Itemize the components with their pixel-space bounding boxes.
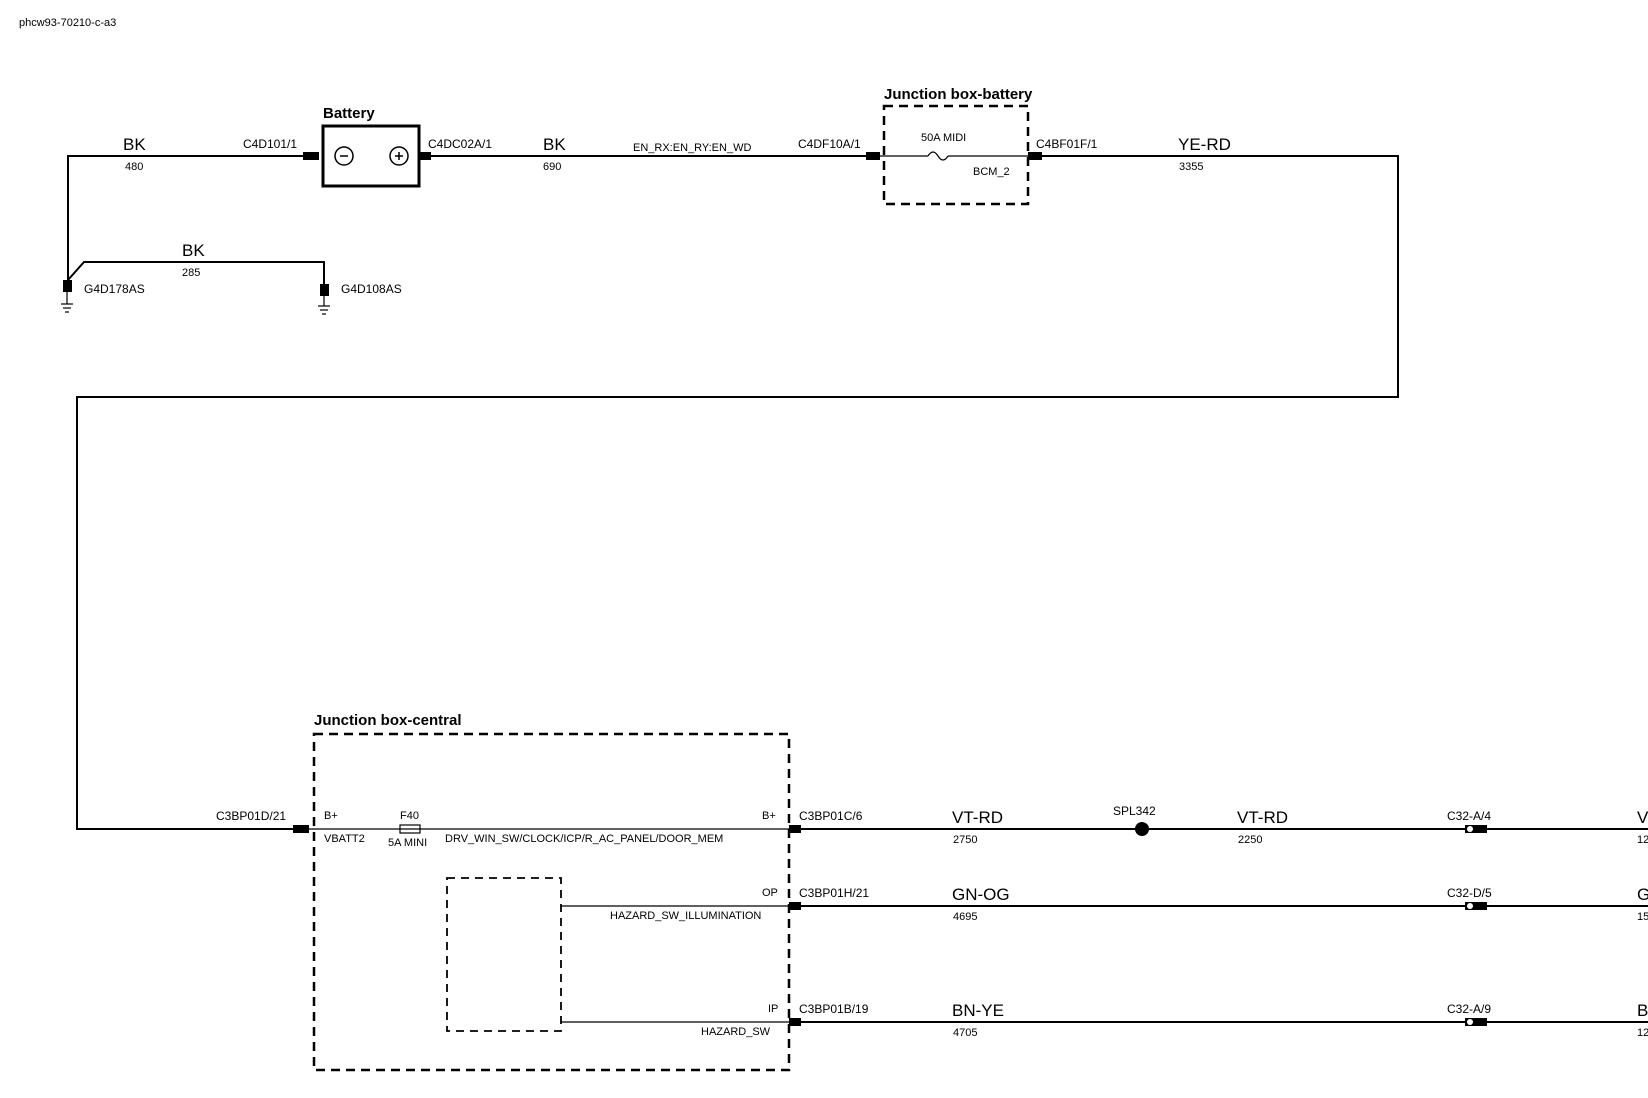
out3-terminal xyxy=(789,1018,801,1026)
wire-2250-num: 2250 xyxy=(1238,834,1262,846)
wire-690-color: BK xyxy=(543,135,566,154)
out1-terminal xyxy=(789,825,801,833)
jb-central-in-terminal xyxy=(293,825,309,833)
jb-central-out3-pin: IP xyxy=(768,1003,778,1015)
wire-2750-color: VT-RD xyxy=(952,808,1003,827)
connector-c32-d5 xyxy=(1465,902,1487,910)
ground-g4d108as-label: G4D108AS xyxy=(341,282,402,296)
wire-2250-color: VT-RD xyxy=(1237,808,1288,827)
out2-connector: C3BP01H/21 xyxy=(799,886,869,900)
jb-battery-box xyxy=(882,104,1030,206)
battery-pos-terminal xyxy=(419,152,431,160)
wire-4705-num: 4705 xyxy=(953,1027,977,1039)
wire-4705-color: BN-YE xyxy=(952,1001,1004,1020)
jb-central-out3-net: HAZARD_SW xyxy=(701,1026,771,1038)
splice-spl342 xyxy=(1135,822,1149,836)
battery xyxy=(321,124,421,188)
cut-label-r3-color: B xyxy=(1637,1001,1648,1020)
connector-c32-a9 xyxy=(1465,1018,1487,1026)
cut-label-r1-num: 12 xyxy=(1637,834,1648,846)
jb-central-in-net: VBATT2 xyxy=(324,833,365,845)
jb-battery-title: Junction box-battery xyxy=(884,86,1033,103)
jb-battery-fuse: 50A MIDI xyxy=(921,132,966,144)
jb-battery-out-connector: C4BF01F/1 xyxy=(1036,137,1098,151)
wire-3355-color: YE-RD xyxy=(1178,135,1231,154)
wire-480-color: BK xyxy=(123,135,146,154)
jb-central-out1-pin: B+ xyxy=(762,810,776,822)
out3-connector: C3BP01B/19 xyxy=(799,1002,869,1016)
wire-2750-num: 2750 xyxy=(953,834,977,846)
jb-central-box xyxy=(312,732,791,1072)
hazard-module-box xyxy=(446,877,562,1032)
doc-id: phcw93-70210-c-a3 xyxy=(19,17,116,29)
connector-c32-a9-label: C32-A/9 xyxy=(1447,1002,1491,1016)
wire-285-color: BK xyxy=(182,241,205,260)
wire-285-num: 285 xyxy=(182,267,200,279)
jb-central-out2-pin: OP xyxy=(762,887,778,899)
jb-central-out2-net: HAZARD_SW_ILLUMINATION xyxy=(610,910,761,922)
out2-terminal xyxy=(789,902,801,910)
wire-690-signal: EN_RX:EN_RY:EN_WD xyxy=(633,142,751,154)
jb-battery-circuit: BCM_2 xyxy=(973,166,1010,178)
wire-285 xyxy=(67,261,325,288)
jb-central-in-connector: C3BP01D/21 xyxy=(216,809,286,823)
ground-g4d108as-icon xyxy=(318,284,330,315)
jb-battery-in-terminal xyxy=(866,152,880,160)
cut-label-r2-num: 15 xyxy=(1637,911,1648,923)
jb-central-in-pin: B+ xyxy=(324,810,338,822)
splice-label: SPL342 xyxy=(1113,804,1156,818)
wire-3355-num: 3355 xyxy=(1179,161,1203,173)
out1-connector: C3BP01C/6 xyxy=(799,809,863,823)
battery-neg-connector: C4D101/1 xyxy=(243,137,297,151)
jb-central-title: Junction box-central xyxy=(314,712,462,729)
jb-central-circuit: DRV_WIN_SW/CLOCK/ICP/R_AC_PANEL/DOOR_MEM xyxy=(445,833,723,845)
ground-g4d178as-label: G4D178AS xyxy=(84,282,145,296)
connector-c32-a4 xyxy=(1465,825,1487,833)
cut-label-r2-color: G xyxy=(1637,885,1648,904)
connector-c32-d5-label: C32-D/5 xyxy=(1447,886,1492,900)
battery-pos-connector: C4DC02A/1 xyxy=(428,137,492,151)
ground-g4d178as-icon xyxy=(61,280,73,313)
wire-4695-num: 4695 xyxy=(953,911,977,923)
battery-title: Battery xyxy=(323,105,375,122)
cut-label-r1-color: V xyxy=(1637,808,1648,827)
wire-690-num: 690 xyxy=(543,161,561,173)
fuse-f40-rating: 5A MINI xyxy=(388,837,427,849)
connector-c32-a4-label: C32-A/4 xyxy=(1447,809,1491,823)
wire-480 xyxy=(67,155,307,280)
wire-3355 xyxy=(76,155,1399,830)
fuse-50a-symbol xyxy=(927,151,949,161)
cut-label-r3-num: 12 xyxy=(1637,1027,1648,1039)
jb-battery-out-terminal xyxy=(1028,152,1042,160)
battery-neg-terminal xyxy=(303,152,319,160)
fuse-f40-id: F40 xyxy=(400,810,419,822)
wire-480-num: 480 xyxy=(125,161,143,173)
wire-4695-color: GN-OG xyxy=(952,885,1010,904)
jb-battery-in-connector: C4DF10A/1 xyxy=(798,137,861,151)
